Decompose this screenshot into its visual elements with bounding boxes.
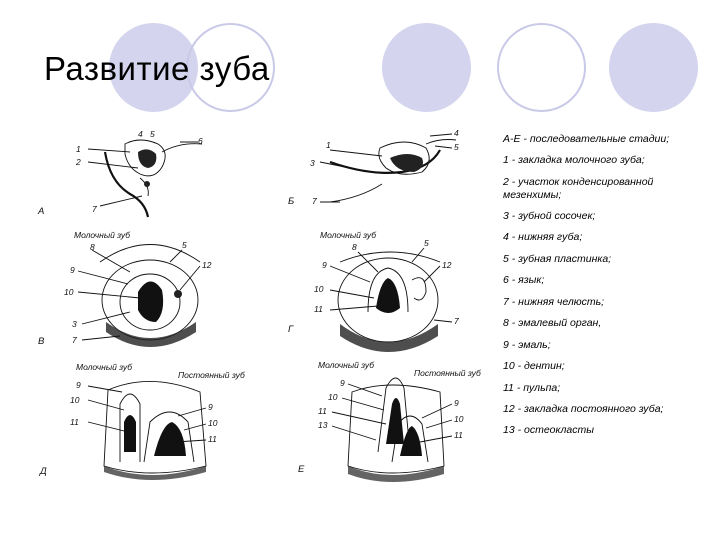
legend-item: 13 - остеокласты <box>503 424 594 436</box>
panel-d-stage: Д <box>39 466 47 477</box>
legend-item: 12 - закладка постоянного зуба; <box>503 403 664 415</box>
panel-e-label-11: 11 <box>318 406 327 416</box>
panel-v-label-10: 10 <box>64 287 74 297</box>
panel-d-label-10b: 10 <box>208 418 218 428</box>
panel-b-stage: Б <box>288 196 294 207</box>
decor-ring-4 <box>497 23 586 112</box>
panel-a-label-5: 5 <box>150 129 155 139</box>
panel-d-label-9b: 9 <box>208 402 213 412</box>
legend: А-Е - последовательные стадии; 1 - закла… <box>503 133 708 446</box>
panel-e-label-13: 13 <box>318 420 328 430</box>
legend-item: 4 - нижняя губа; <box>503 231 583 243</box>
panel-v-label-7: 7 <box>72 335 77 345</box>
panel-d: Молочный зуб Постоянный зуб 9 10 11 9 10… <box>39 362 246 480</box>
legend-item: 9 - эмаль; <box>503 338 551 351</box>
panel-g-label-5: 5 <box>424 238 429 248</box>
panel-v-label-12: 12 <box>202 260 212 270</box>
legend-item: 8 - эмалевый орган, <box>503 317 602 329</box>
panel-g-label-10: 10 <box>314 284 324 294</box>
panel-e-caption: Молочный зуб <box>318 360 375 370</box>
decor-ring-2 <box>186 23 275 112</box>
panel-d-label-11: 11 <box>70 417 79 427</box>
panel-e-label-11b: 11 <box>454 430 463 440</box>
legend-item: 6 - язык; <box>503 274 545 286</box>
panel-e-caption-2: Постоянный зуб <box>414 368 482 378</box>
panel-e-label-9: 9 <box>340 378 345 388</box>
panel-b-label-4: 4 <box>454 128 459 138</box>
tooth-development-figure: 1 2 4 5 6 7 А 1 3 4 5 7 Б Молочный зуб <box>37 128 482 482</box>
panel-a-label-6: 6 <box>198 136 203 146</box>
panel-a-label-4: 4 <box>138 129 143 139</box>
panel-v-label-8: 8 <box>90 242 95 252</box>
panel-a-stage: А <box>37 206 44 217</box>
legend-item: А-Е - последовательные стадии; <box>503 133 670 145</box>
panel-e-label-10b: 10 <box>454 414 464 424</box>
panel-d-caption-2: Постоянный зуб <box>178 370 246 380</box>
panel-g-label-9: 9 <box>322 260 327 270</box>
panel-b-label-3: 3 <box>310 158 315 168</box>
panel-g-label-8: 8 <box>352 242 357 252</box>
panel-a-label-1: 1 <box>76 144 81 154</box>
decor-circle-1 <box>109 23 198 112</box>
decor-circle-3 <box>382 23 471 112</box>
decor-circle-5 <box>609 23 698 112</box>
panel-e-label-9b: 9 <box>454 398 459 408</box>
legend-item: 11 - пульпа; <box>503 381 561 394</box>
panel-v-label-3: 3 <box>72 319 77 329</box>
legend-item: 3 - зубной сосочек; <box>503 209 596 222</box>
panel-e: Молочный зуб Постоянный зуб 9 10 11 13 9… <box>298 360 482 482</box>
legend-item: 7 - нижняя челюсть; <box>503 295 605 308</box>
panel-a-label-2: 2 <box>75 157 81 167</box>
panel-e-stage: Е <box>298 464 305 475</box>
panel-v-label-9: 9 <box>70 265 75 275</box>
panel-g-label-7: 7 <box>454 316 459 326</box>
panel-e-label-10: 10 <box>328 392 338 402</box>
legend-item: 10 - дентин; <box>503 360 565 372</box>
panel-g: Молочный зуб 8 5 9 12 10 11 7 Г <box>288 230 459 352</box>
panel-a: 1 2 4 5 6 7 А <box>37 129 203 218</box>
panel-b-label-1: 1 <box>326 140 331 150</box>
legend-item: 2 - участок конденсированной мезенхимы; <box>503 175 654 201</box>
panel-g-stage: Г <box>288 324 294 335</box>
panel-d-label-9: 9 <box>76 380 81 390</box>
panel-b: 1 3 4 5 7 Б <box>288 128 459 207</box>
page-title: Развитие зуба <box>44 50 270 87</box>
panel-g-caption: Молочный зуб <box>320 230 377 240</box>
panel-v-stage: В <box>38 336 45 347</box>
panel-v-caption: Молочный зуб <box>74 230 131 240</box>
panel-a-label-7: 7 <box>92 204 97 214</box>
panel-g-label-11: 11 <box>314 304 323 314</box>
panel-b-label-7: 7 <box>312 196 317 206</box>
legend-item: 5 - зубная пластинка; <box>503 252 612 265</box>
panel-v: Молочный зуб 8 9 10 3 7 5 12 В <box>38 230 212 347</box>
panel-b-label-5: 5 <box>454 142 459 152</box>
panel-g-label-12: 12 <box>442 260 452 270</box>
panel-d-label-10: 10 <box>70 395 80 405</box>
panel-d-caption: Молочный зуб <box>76 362 133 372</box>
panel-d-label-11b: 11 <box>208 434 217 444</box>
legend-item: 1 - закладка молочного зуба; <box>503 154 645 166</box>
panel-v-label-5: 5 <box>182 240 187 250</box>
